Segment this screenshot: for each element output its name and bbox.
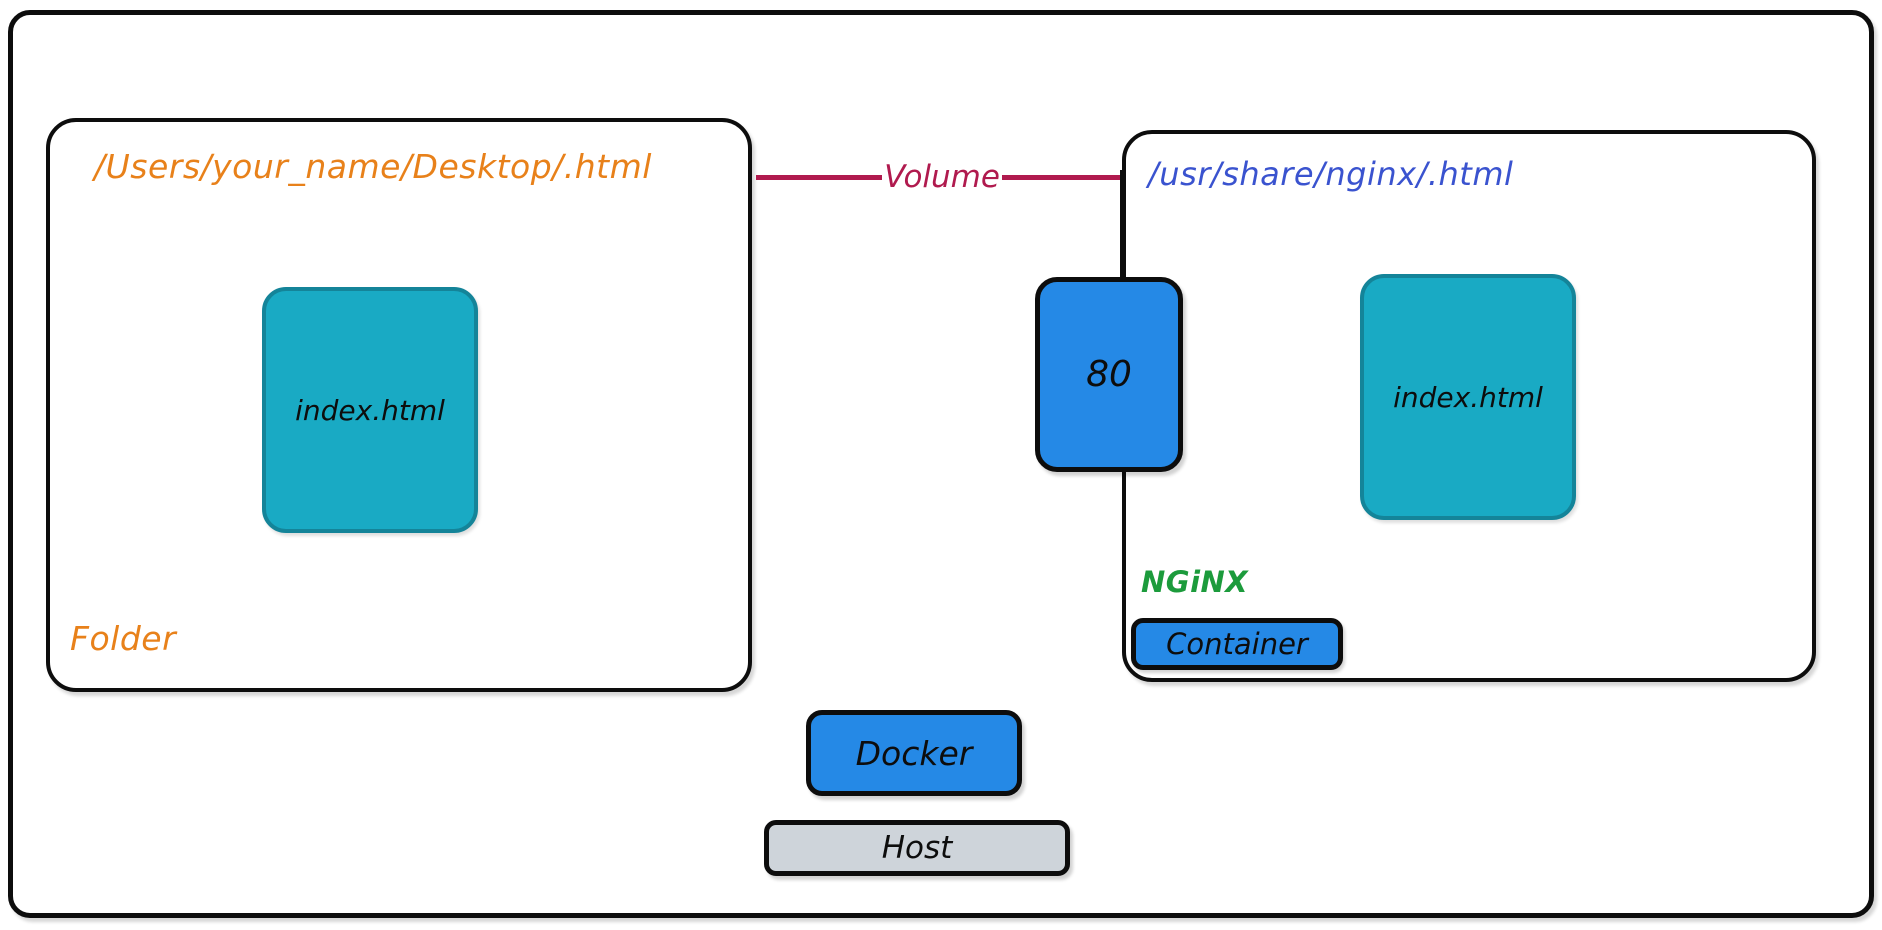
port-box[interactable]: 80 [1035,277,1183,472]
docker-label: Docker [855,733,973,773]
port-number-label: 80 [1086,354,1132,395]
docker-box[interactable]: Docker [806,710,1022,796]
folder-index-html-box[interactable]: index.html [262,287,478,533]
folder-type-label: Folder [70,619,177,658]
volume-connector: Volume [756,154,1129,200]
volume-line-right [1001,174,1129,180]
folder-index-html-label: index.html [295,393,445,427]
container-index-html-label: index.html [1393,380,1543,414]
container-type-label: Container [1166,627,1308,661]
host-box[interactable]: Host [764,820,1070,876]
port-connector-stem [1120,170,1125,280]
container-index-html-box[interactable]: index.html [1360,274,1576,520]
folder-path-label: /Users/your_name/Desktop/.html [94,147,652,186]
volume-line-left [756,174,883,180]
host-label: Host [881,830,953,866]
container-path-label: /usr/share/nginx/.html [1148,155,1514,193]
container-type-badge[interactable]: Container [1131,618,1343,670]
volume-label: Volume [884,158,1000,195]
nginx-service-label: NGiNX [1141,565,1249,599]
